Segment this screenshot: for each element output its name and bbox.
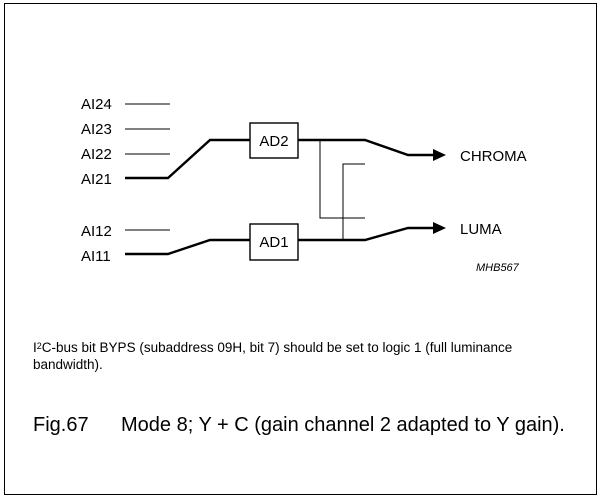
chroma-arrow-icon	[433, 149, 446, 161]
luma-output-label: LUMA	[460, 221, 502, 238]
footnote: I2C-bus bit BYPS (subaddress 09H, bit 7)…	[33, 339, 573, 373]
footnote-superscript: 2	[36, 341, 42, 351]
input-ai21-label: AI21	[81, 171, 112, 188]
input-ai22-label: AI22	[81, 146, 112, 163]
ai21-to-ad2-wire	[125, 138, 250, 180]
footnote-prefix: I	[33, 340, 37, 355]
ad1-label: AD1	[259, 234, 288, 251]
figure-number: Fig.67	[33, 414, 89, 436]
ad1-block	[249, 223, 299, 261]
input-ai12-label: AI12	[81, 223, 112, 240]
ad1-output-wire	[298, 226, 435, 242]
footnote-text: C-bus bit BYPS (subaddress 09H, bit 7) s…	[33, 340, 513, 372]
input-ai24-label: AI24	[81, 96, 112, 113]
ad2-label: AD2	[259, 133, 288, 150]
input-ai23-label: AI23	[81, 121, 112, 138]
luma-arrow-icon	[433, 222, 446, 234]
ad2-output-wire	[298, 138, 435, 157]
ai11-to-ad1-wire	[125, 238, 250, 256]
figure-frame	[4, 3, 597, 495]
luma-to-chroma-crossover	[342, 163, 365, 240]
chroma-output-label: CHROMA	[460, 148, 527, 165]
input-ai11-label: AI11	[81, 248, 111, 265]
chroma-to-luma-crossover	[319, 140, 365, 219]
figure-caption: Fig.67 Mode 8; Y + C (gain channel 2 ada…	[33, 412, 593, 438]
ad2-block	[249, 122, 299, 159]
figure-title: Mode 8; Y + C (gain channel 2 adapted to…	[121, 414, 565, 436]
figure-code: MHB567	[476, 262, 520, 274]
